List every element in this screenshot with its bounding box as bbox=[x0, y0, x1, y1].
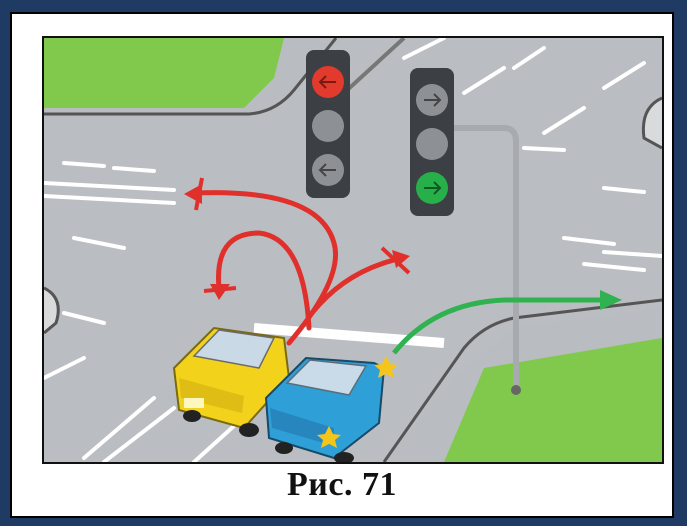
unlit-light bbox=[312, 110, 344, 142]
traffic-light-right bbox=[410, 68, 454, 216]
intersection-svg bbox=[44, 38, 662, 462]
figure-card: Рис. 71 bbox=[10, 12, 674, 518]
grass-top-left bbox=[44, 38, 284, 108]
intersection-illustration bbox=[42, 36, 664, 464]
unlit-light bbox=[416, 128, 448, 160]
figure-caption: Рис. 71 bbox=[12, 466, 672, 504]
pole-base bbox=[511, 385, 521, 395]
traffic-light-left bbox=[306, 50, 350, 198]
